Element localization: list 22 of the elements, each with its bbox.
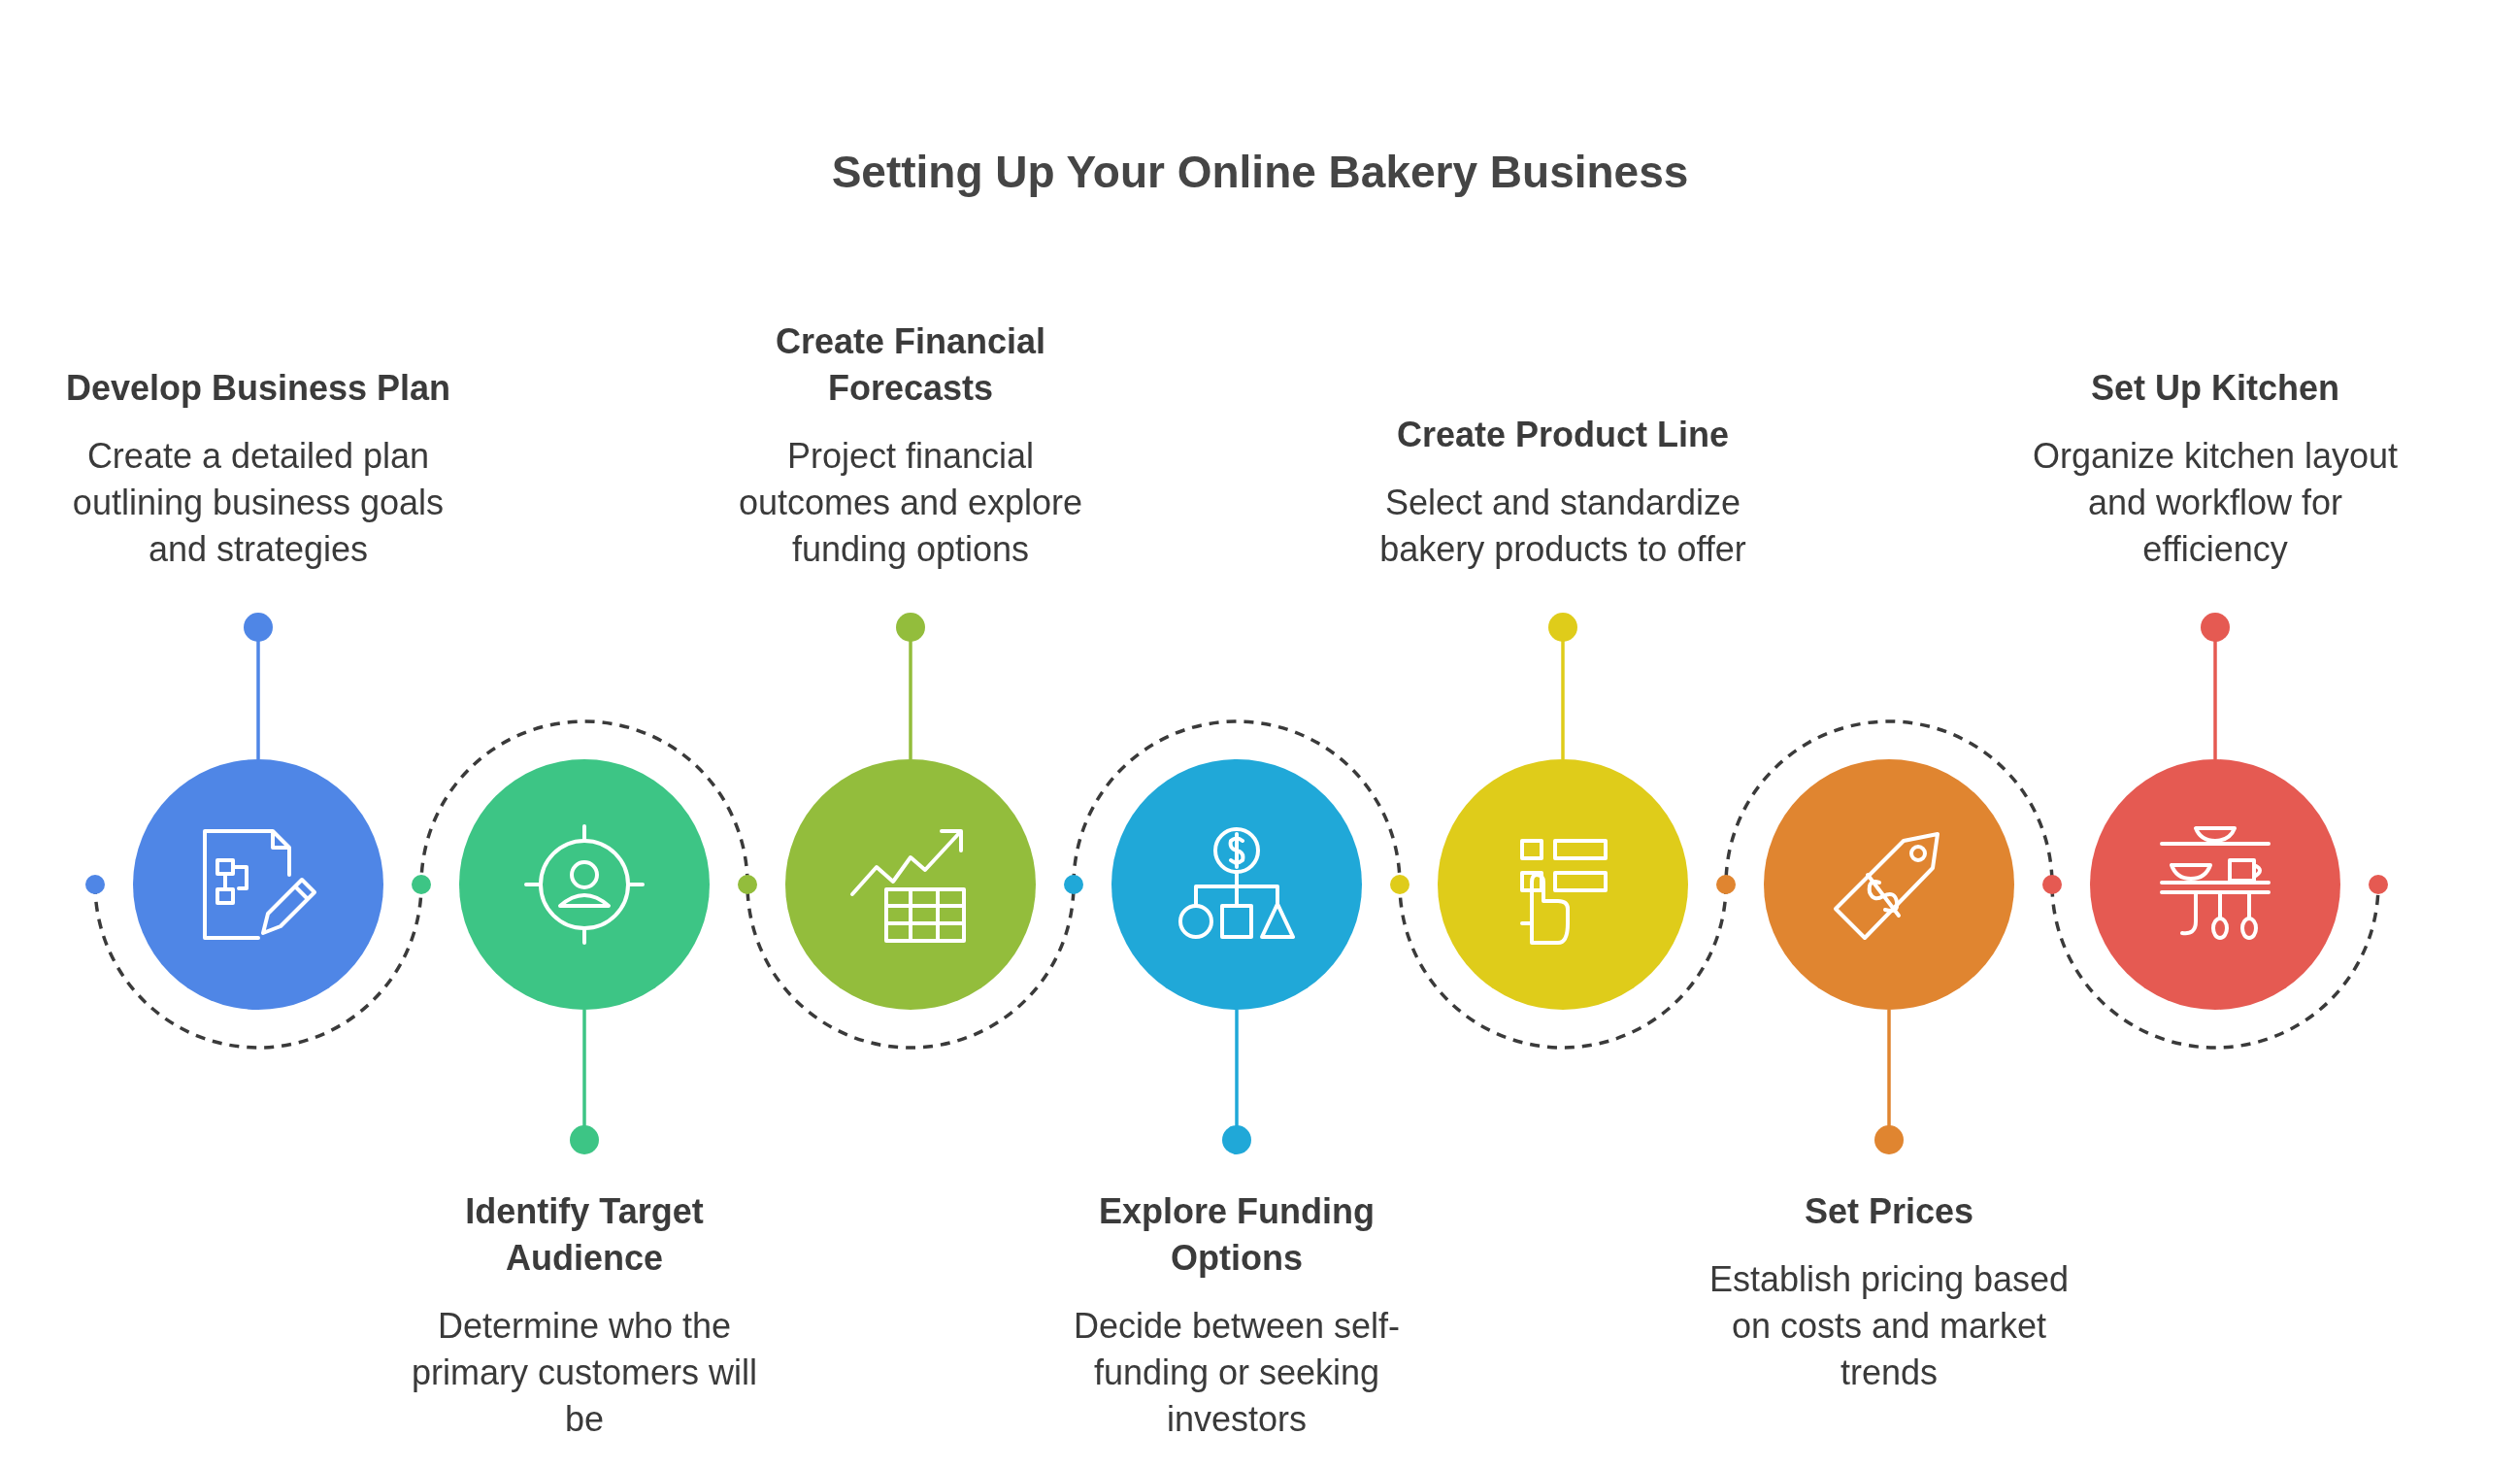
step-title: Develop Business Plan xyxy=(65,367,451,410)
leader-line xyxy=(1548,613,1577,759)
step-description: Establish pricing based on costs and market trends xyxy=(1708,1258,2071,1394)
leader-line xyxy=(2201,613,2230,759)
step-description: Organize kitchen layout and workflow for efficiency xyxy=(2031,435,2400,571)
step-description: Decide between self-funding or seeking investors xyxy=(1072,1305,1402,1441)
step-title: Set Prices xyxy=(1804,1190,1974,1233)
leader-line xyxy=(1874,1010,1904,1154)
leader-line xyxy=(896,613,925,759)
step-title: Identify Target Audience xyxy=(464,1190,705,1280)
step-description: Create a detailed plan outlining business goals and strategies xyxy=(71,435,446,571)
step-title: Create Product Line xyxy=(1396,414,1730,456)
step-description: Project financial outcomes and explore funding options xyxy=(737,435,1084,571)
step-title: Explore Funding Options xyxy=(1098,1190,1376,1280)
leader-line xyxy=(244,613,273,759)
step-title: Set Up Kitchen xyxy=(2091,367,2339,410)
step-description: Select and standardize bakery products to offer xyxy=(1378,482,1747,571)
leader-line xyxy=(570,1010,599,1154)
step-description: Determine who the primary customers will be xyxy=(410,1305,758,1441)
leader-line xyxy=(1222,1010,1251,1154)
step-title: Create Financial Forecasts xyxy=(774,320,1047,410)
diagram-title: Setting Up Your Online Bakery Business xyxy=(830,146,1690,198)
